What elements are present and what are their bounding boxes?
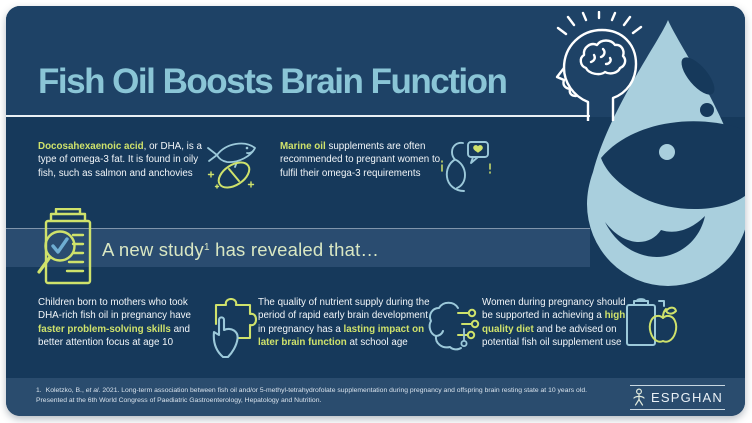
infographic-card: Fish Oil Boosts Brain Function Docosahex… [6, 6, 745, 416]
finding-2-highlight: lasting impact on later brain function [258, 323, 425, 348]
reference-footnote: 1.Koletzko, B., et al. 2021. Long-term a… [36, 386, 602, 406]
finding-1-highlight: faster problem-solving skills [38, 323, 171, 335]
footnote-citation: 2021. Long-term association between fish… [36, 387, 587, 405]
banner-footnote-marker: 1 [203, 242, 210, 253]
fact-dha-rest: , or DHA, is a type of omega-3 fat. It i… [38, 141, 202, 179]
finding-2-post: at school age [346, 336, 408, 348]
footer-band: 1.Koletzko, B., et al. 2021. Long-term a… [6, 378, 745, 416]
header-band [6, 6, 745, 117]
finding-3-pre: Women during pregnancy should be support… [482, 297, 626, 322]
footnote-authors: Koletzko, B., [45, 387, 86, 394]
espghan-figure-icon [633, 388, 645, 406]
finding-1-post: and better attention focus at age 10 [38, 323, 190, 348]
fact-dha-highlight: Docosahexaenoic acid [38, 141, 144, 152]
finding-3-post: and be advised on potential fish oil sup… [482, 323, 622, 348]
fact-marine-oil-rest: supplements are often recommended to pre… [280, 141, 441, 179]
banner-tail: has revealed that… [209, 239, 380, 260]
footnote-number: 1. [36, 387, 42, 394]
brain-circuit-icon [428, 301, 480, 351]
espghan-logo-text: ESPGHAN [651, 389, 723, 405]
fact-marine-oil-highlight: Marine oil [280, 141, 326, 152]
study-banner: A new study1 has revealed that… [6, 228, 590, 267]
fact-dha-text: Docosahexaenoic acid, or DHA, is a type … [38, 140, 206, 180]
puzzle-hand-icon [212, 298, 258, 358]
title-underline [6, 115, 590, 117]
water-drop-fish-graphic [587, 20, 745, 286]
finding-problem-solving-text: Children born to mothers who took DHA-ri… [38, 296, 210, 349]
banner-lead: A new study [102, 239, 204, 260]
finding-diet-text: Women during pregnancy should be support… [482, 296, 634, 349]
finding-2-pre: The quality of nutrient supply during th… [258, 297, 430, 335]
finding-3-highlight: high quality diet [482, 310, 626, 335]
finding-1-pre: Children born to mothers who took DHA-ri… [38, 297, 192, 322]
espghan-logo: ESPGHAN [630, 385, 725, 410]
study-banner-text: A new study1 has revealed that… [102, 229, 379, 267]
document-search-icon [37, 208, 92, 285]
page-title: Fish Oil Boosts Brain Function [38, 62, 508, 101]
footnote-et-al: et al. [85, 387, 101, 394]
pregnant-woman-icon [441, 141, 491, 192]
fish-capsule-icon [207, 142, 256, 189]
head-brain-icon [555, 11, 643, 121]
finding-brain-function-text: The quality of nutrient supply during th… [258, 296, 430, 349]
fact-marine-oil-text: Marine oil supplements are often recomme… [280, 140, 442, 180]
clipboard-apple-icon [626, 298, 678, 346]
